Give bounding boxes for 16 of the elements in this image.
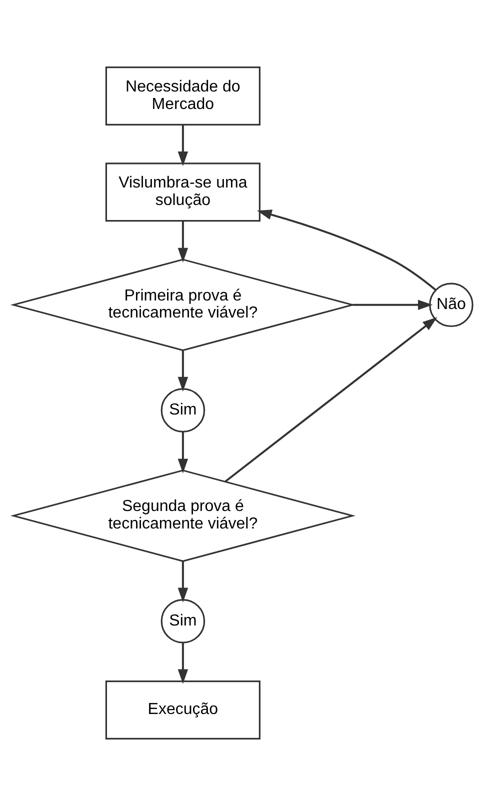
arrow [178,124,188,166]
arrow [352,299,433,310]
node-circle: Sim [160,598,206,643]
node-circle: Sim [160,388,206,432]
arrow [178,350,188,392]
node-diamond: Segunda prova é tecnicamente viável? [10,469,356,562]
arrow [178,220,188,262]
arrow [178,642,188,684]
node-box: Necessidade do Mercado [105,66,260,126]
arrow [178,431,188,473]
node-circle: Não [429,282,474,327]
node-box: Execução [105,680,260,739]
arrow [224,316,438,482]
node-box: Vislumbra-se uma solução [105,162,260,222]
arrow [257,209,436,290]
arrow [178,560,188,602]
